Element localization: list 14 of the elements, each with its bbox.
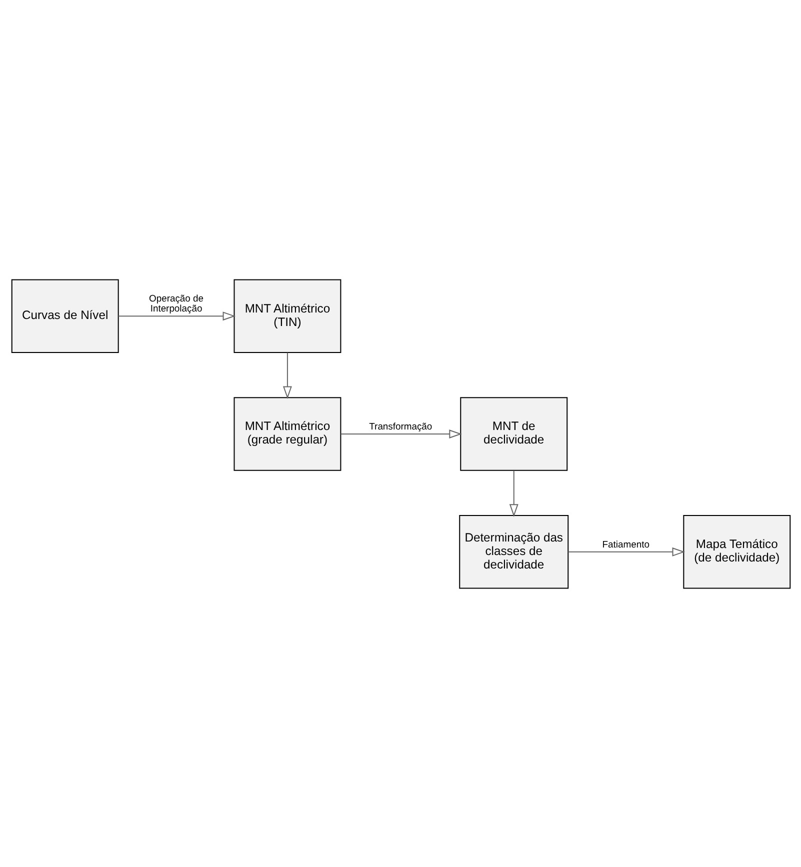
edge-label: Transformação: [368, 420, 432, 431]
node-box: Curvas de Nível: [10, 278, 118, 352]
node-box: Determinação das classes de declividade: [458, 514, 568, 588]
edge-label: Operação de Interpolação: [148, 292, 204, 313]
node-box: Mapa Temático (de declividade): [682, 514, 790, 588]
arrow: [340, 429, 462, 438]
arrow: [118, 311, 236, 320]
node-box: MNT de declividade: [460, 396, 568, 470]
node-box: MNT Altimétrico (TIN): [233, 278, 341, 352]
edge-label: Fatiamento: [602, 538, 649, 549]
arrow: [282, 352, 292, 399]
arrow: [508, 470, 518, 516]
node-box: MNT Altimétrico (grade regular): [233, 396, 341, 470]
arrow: [568, 546, 685, 556]
